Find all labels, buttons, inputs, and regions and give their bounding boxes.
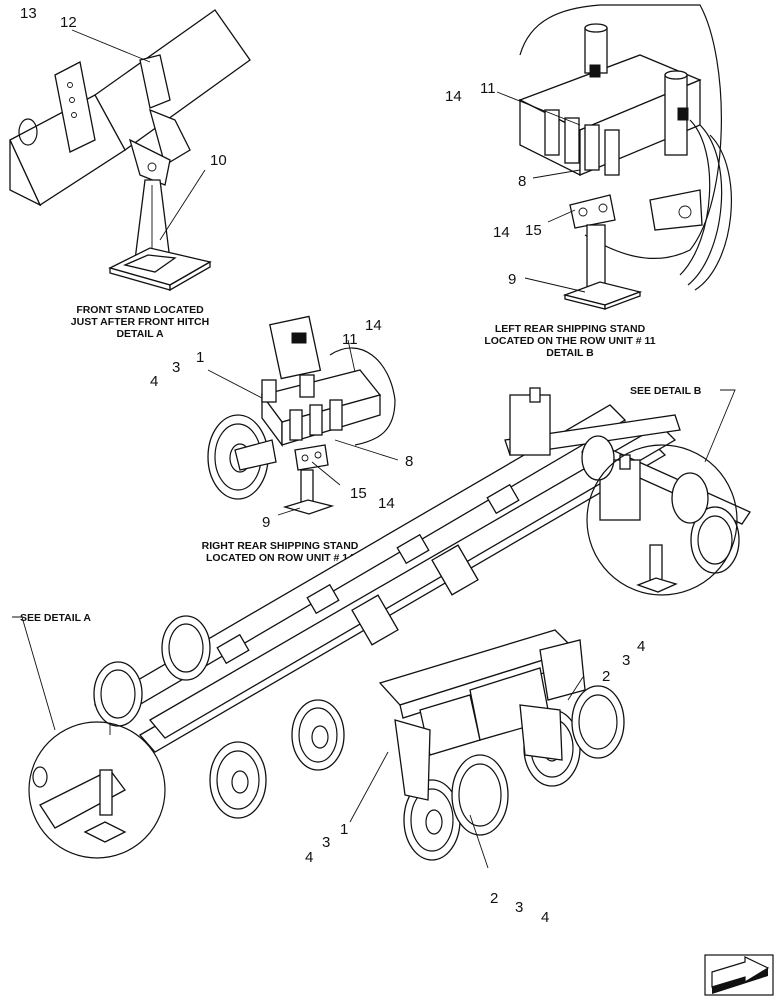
callout-14-rr: 14	[365, 317, 382, 334]
callout-14: 14	[445, 88, 462, 105]
callout-3-rr: 3	[172, 359, 180, 376]
see-detail-a-label: SEE DETAIL A	[20, 612, 91, 624]
detail-b-circle	[586, 444, 738, 596]
right-rear-stand-illustration	[207, 315, 396, 515]
callout-1-rr: 1	[196, 349, 204, 366]
callout-12: 12	[60, 14, 77, 31]
callout-11-rr: 11	[342, 331, 358, 348]
caption-detail-a-line2: JUST AFTER FRONT HITCH	[71, 316, 209, 328]
callout-9-rr: 9	[262, 514, 270, 531]
callout-3-fr: 3	[622, 652, 630, 669]
callout-8: 8	[518, 173, 526, 190]
callout-2-fr: 2	[602, 668, 610, 685]
callout-2-bot: 2	[490, 890, 498, 907]
callout-11: 11	[480, 80, 496, 97]
callout-13: 13	[20, 5, 37, 22]
detail-a-illustration	[9, 9, 251, 292]
see-detail-b-label: SEE DETAIL B	[630, 385, 702, 397]
caption-detail-b-line3: DETAIL B	[546, 347, 594, 359]
callout-4-rr: 4	[150, 373, 158, 390]
see-detail-b-leader	[704, 389, 736, 463]
callout-15-rr: 15	[350, 485, 367, 502]
caption-detail-a-line3: DETAIL A	[116, 328, 163, 340]
callout-9: 9	[508, 271, 516, 288]
callout-14-rr-b: 14	[378, 495, 395, 512]
callout-15: 15	[525, 222, 542, 239]
detail-a-circle	[28, 721, 166, 859]
caption-detail-b-line2: LOCATED ON THE ROW UNIT # 11	[484, 335, 655, 347]
see-detail-a-leader	[12, 616, 56, 731]
callout-4-fr: 4	[637, 638, 645, 655]
front-row-units	[378, 629, 625, 861]
callout-10: 10	[210, 152, 227, 169]
caption-detail-b-line1: LEFT REAR SHIPPING STAND	[495, 323, 646, 335]
callout-3-bot: 3	[515, 899, 523, 916]
callout-3-fl: 3	[322, 834, 330, 851]
next-page-arrow-icon[interactable]	[704, 954, 774, 996]
callout-14-b: 14	[493, 224, 510, 241]
callout-8-rr: 8	[405, 453, 413, 470]
callout-4-bot: 4	[541, 909, 549, 926]
detail-b-illustration	[518, 4, 732, 310]
caption-detail-a-line1: FRONT STAND LOCATED	[76, 304, 204, 316]
main-planter-frame	[32, 387, 751, 843]
callout-1-fl: 1	[340, 821, 348, 838]
caption-right-rear-line2: LOCATED ON ROW UNIT # 14	[206, 552, 354, 564]
caption-right-rear-line1: RIGHT REAR SHIPPING STAND	[202, 540, 359, 552]
callout-4-fl: 4	[305, 849, 313, 866]
